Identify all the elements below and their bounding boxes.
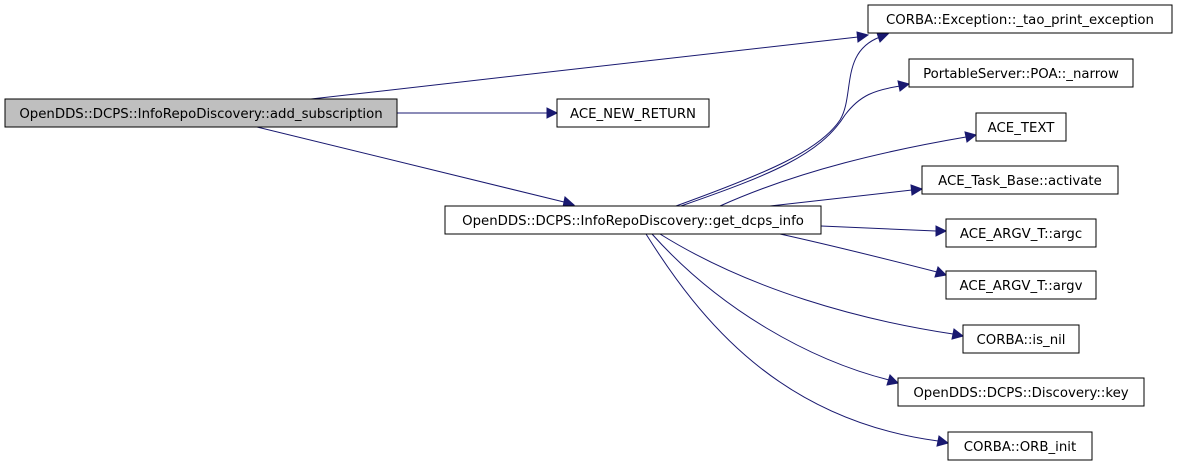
node-label: ACE_Task_Base::activate: [938, 174, 1102, 189]
edge-add-subscription-to-tao-print-exception: [310, 31, 870, 100]
edge-get-dcps-info-to-corba-is-nil: [659, 233, 965, 340]
edge-get-dcps-info-to-tao-print-exception: [675, 32, 890, 207]
node-ace-argv-argv[interactable]: ACE_ARGV_T::argv: [945, 270, 1097, 300]
node-add-subscription[interactable]: OpenDDS::DCPS::InfoRepoDiscovery::add_su…: [4, 98, 398, 128]
edge-add-subscription-to-get-dcps-info: [256, 126, 576, 208]
node-label: CORBA::Exception::_tao_print_exception: [886, 13, 1154, 28]
node-ace-task-base-activate[interactable]: ACE_Task_Base::activate: [921, 165, 1119, 195]
node-label: PortableServer::POA::_narrow: [923, 67, 1119, 82]
node-label: ACE_ARGV_T::argv: [960, 279, 1083, 294]
node-corba-orb-init[interactable]: CORBA::ORB_init: [947, 431, 1093, 461]
node-ace-text[interactable]: ACE_TEXT: [975, 112, 1067, 142]
edge-get-dcps-info-to-ace-argv-argc: [820, 225, 948, 237]
node-ace-new-return[interactable]: ACE_NEW_RETURN: [556, 98, 710, 128]
node-label: ACE_TEXT: [988, 121, 1056, 136]
edge-get-dcps-info-to-corba-orb-init: [645, 233, 950, 447]
node-label: OpenDDS::DCPS::InfoRepoDiscovery::get_dc…: [462, 214, 804, 229]
node-label: ACE_ARGV_T::argc: [960, 227, 1082, 242]
edge-get-dcps-info-to-poa-narrow: [680, 80, 911, 207]
node-get-dcps-info[interactable]: OpenDDS::DCPS::InfoRepoDiscovery::get_dc…: [444, 205, 822, 235]
node-corba-is-nil[interactable]: CORBA::is_nil: [962, 324, 1080, 354]
node-label: OpenDDS::DCPS::Discovery::key: [913, 386, 1128, 401]
edge-get-dcps-info-to-ace-argv-argv: [779, 233, 948, 278]
node-label: CORBA::ORB_init: [964, 440, 1076, 455]
edge-get-dcps-info-to-ace-task-base-activate: [769, 184, 924, 207]
node-tao-print-exception[interactable]: CORBA::Exception::_tao_print_exception: [867, 4, 1173, 34]
edge-add-subscription-to-ace-new-return: [397, 107, 559, 119]
node-ace-argv-argc[interactable]: ACE_ARGV_T::argc: [945, 218, 1097, 248]
edges: [256, 31, 978, 447]
node-label: ACE_NEW_RETURN: [570, 107, 696, 122]
node-poa-narrow[interactable]: PortableServer::POA::_narrow: [908, 58, 1134, 88]
node-discovery-key[interactable]: OpenDDS::DCPS::Discovery::key: [897, 377, 1145, 407]
edge-get-dcps-info-to-discovery-key: [651, 233, 900, 386]
node-label: OpenDDS::DCPS::InfoRepoDiscovery::add_su…: [19, 107, 382, 122]
node-label: CORBA::is_nil: [976, 333, 1065, 348]
edge-get-dcps-info-to-ace-text: [719, 131, 978, 207]
